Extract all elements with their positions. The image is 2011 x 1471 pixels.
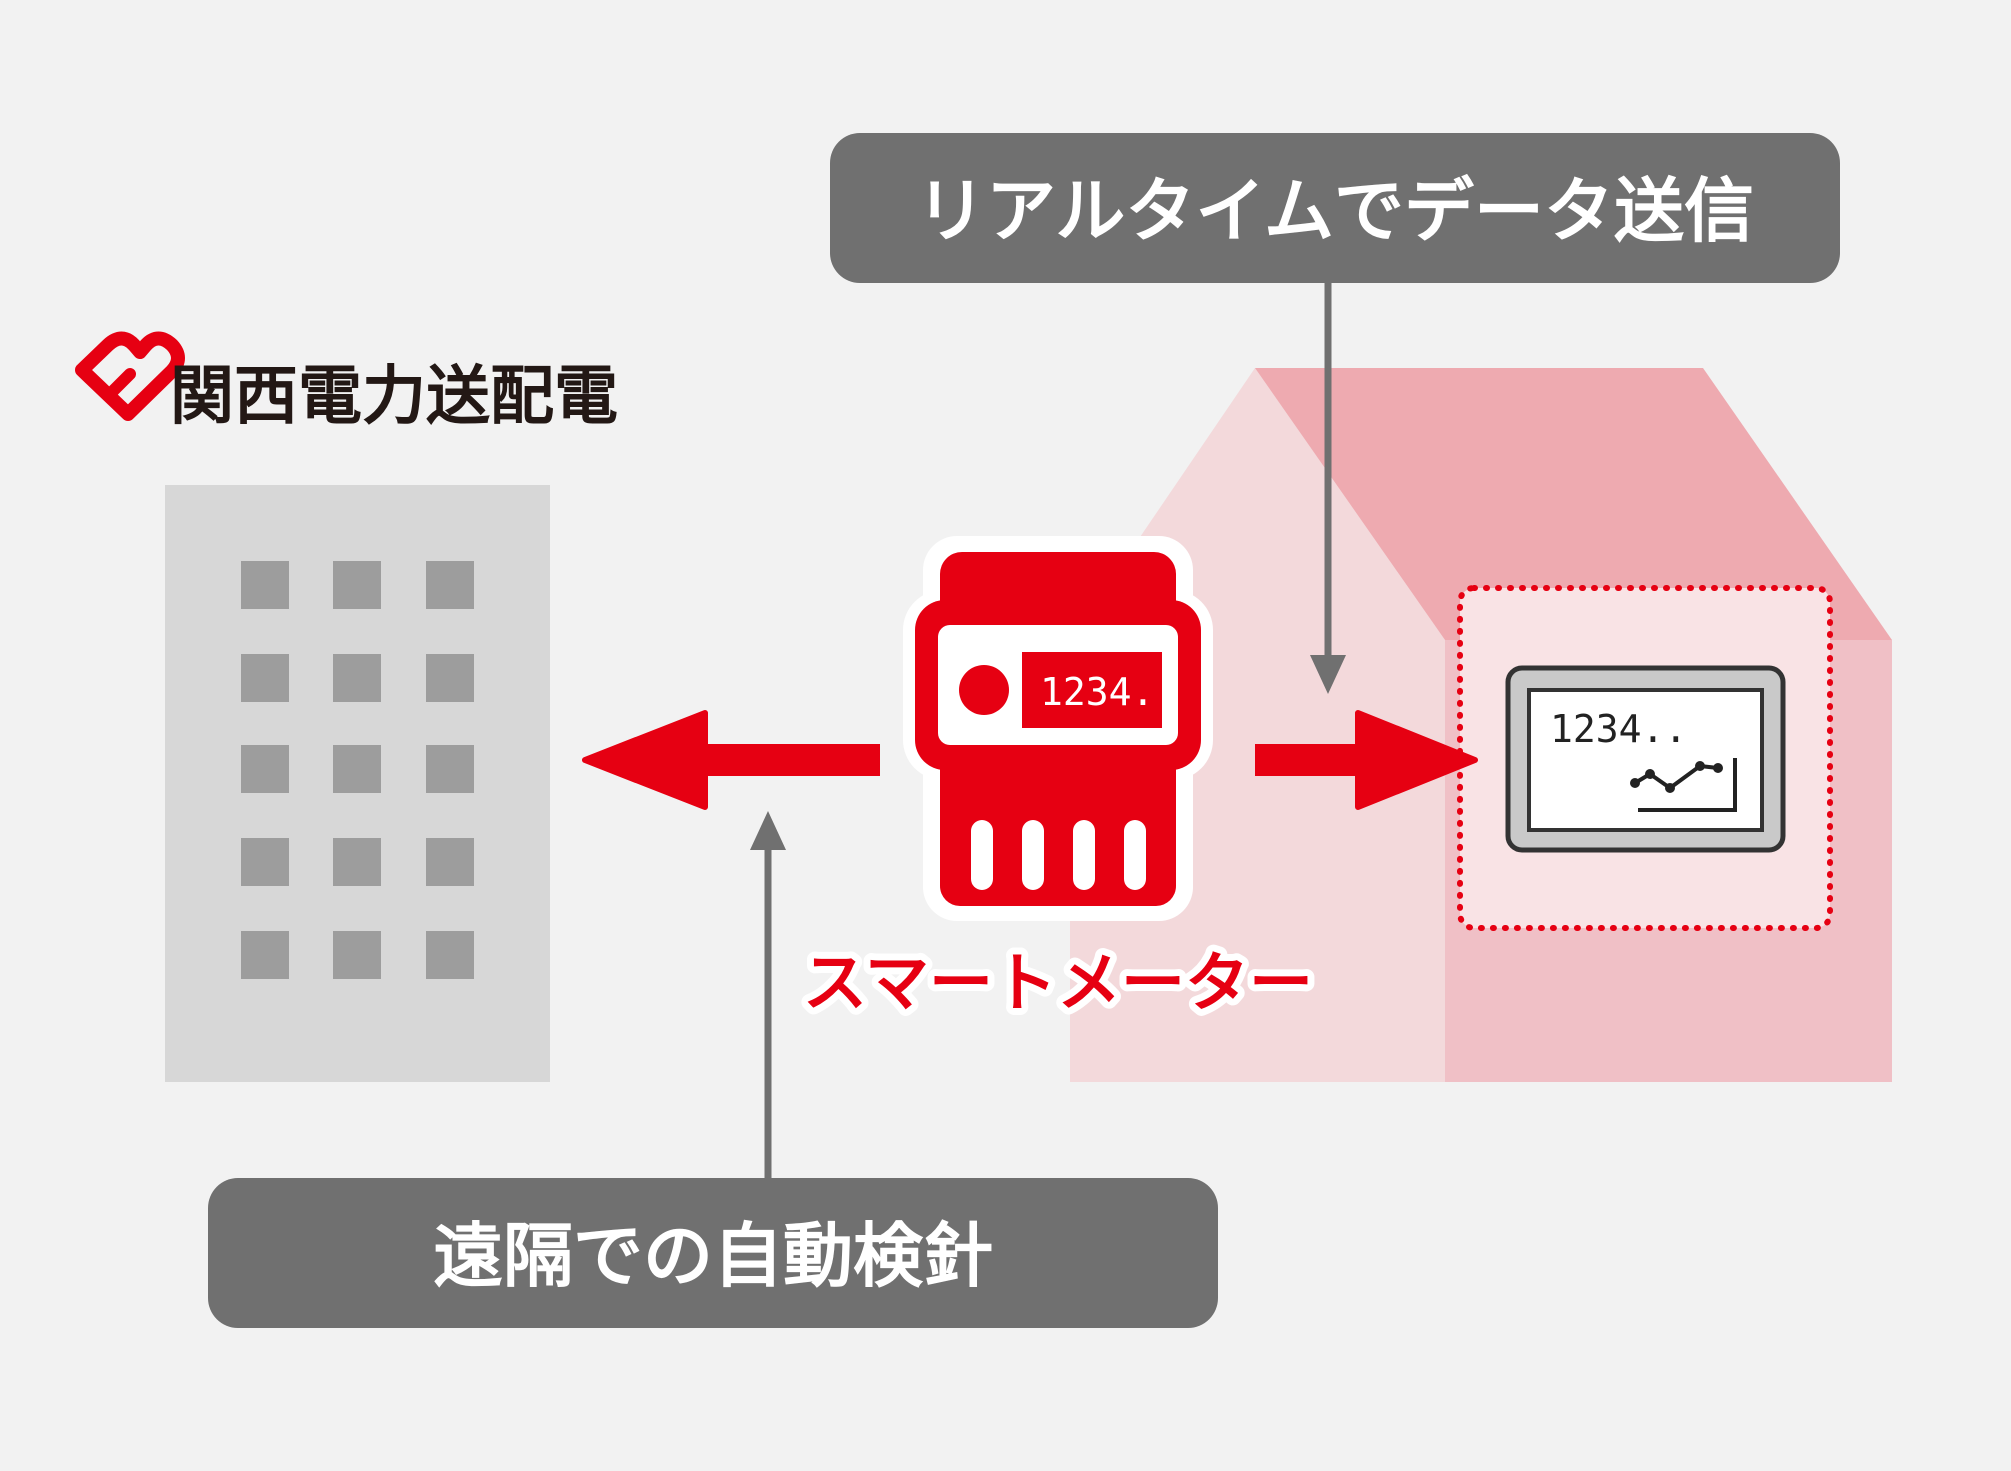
building-window [426, 561, 474, 609]
monitor-trend-point [1645, 769, 1655, 779]
building-window [333, 931, 381, 979]
smart-meter-display [1022, 652, 1162, 728]
building-window [333, 745, 381, 793]
building-window [241, 838, 289, 886]
arrow-left-shaft [705, 744, 880, 776]
realtime-connector-head [1310, 655, 1346, 694]
arrow-right-icon [1255, 710, 1478, 810]
remote-connector-head [750, 811, 786, 850]
smart-meter-slot [1073, 820, 1095, 890]
realtime-send-label: リアルタイムでデータ送信 [830, 133, 1840, 283]
monitor-trend-point [1695, 761, 1705, 771]
realtime-send-label-text: リアルタイムでデータ送信 [916, 170, 1754, 252]
company-name: 関西電力送配電 [170, 360, 618, 434]
kansai-heart-logo-icon [75, 331, 185, 421]
building-window [426, 838, 474, 886]
building-window [241, 931, 289, 979]
realtime-send-label-box [830, 133, 1840, 283]
monitor-chart-axis [1638, 758, 1737, 812]
building-window [333, 838, 381, 886]
monitor-trend-point [1630, 778, 1640, 788]
arrow-right-head [1355, 710, 1478, 810]
building-window [241, 561, 289, 609]
monitor-reading: 1234.. [1550, 707, 1687, 751]
building-window [333, 561, 381, 609]
monitor-trend-point [1665, 783, 1675, 793]
smart-meter-icon: 1234.. [903, 536, 1213, 921]
building-window [426, 931, 474, 979]
building-window [241, 745, 289, 793]
building-icon [165, 485, 550, 1082]
smart-meter-indicator [959, 665, 1009, 715]
arrow-down-icon [1310, 283, 1346, 694]
arrow-up-icon [750, 811, 786, 1178]
arrow-right-shaft [1255, 744, 1360, 776]
company-logo: 関西電力送配電 [75, 331, 618, 434]
arrow-left-icon [582, 710, 880, 810]
building-window [426, 745, 474, 793]
smart-meter-label-outline: スマートメーター [803, 947, 1313, 1021]
building-windows [241, 561, 474, 979]
monitor-trend-point [1713, 763, 1723, 773]
building-window [241, 654, 289, 702]
house-roof [1255, 368, 1892, 640]
smart-meter-slot [1022, 820, 1044, 890]
smart-meter-body-bottom [940, 760, 1176, 906]
smart-meter-slot [971, 820, 993, 890]
monitor-screen [1527, 688, 1764, 832]
smart-meter-label-text: スマートメーター [803, 947, 1313, 1021]
building-window [333, 654, 381, 702]
building-window [426, 654, 474, 702]
remote-reading-label: 遠隔での自動検針 [208, 1178, 1218, 1328]
remote-reading-label-box [208, 1178, 1218, 1328]
smart-meter-reading: 1234.. [1040, 670, 1177, 714]
arrow-left-head [582, 710, 708, 810]
smart-meter-slot [1124, 820, 1146, 890]
remote-reading-label-text: 遠隔での自動検針 [433, 1215, 993, 1297]
smart-meter-label: スマートメーター スマートメーター [796, 940, 1320, 1028]
monitor-icon: 1234.. [1505, 665, 1786, 853]
